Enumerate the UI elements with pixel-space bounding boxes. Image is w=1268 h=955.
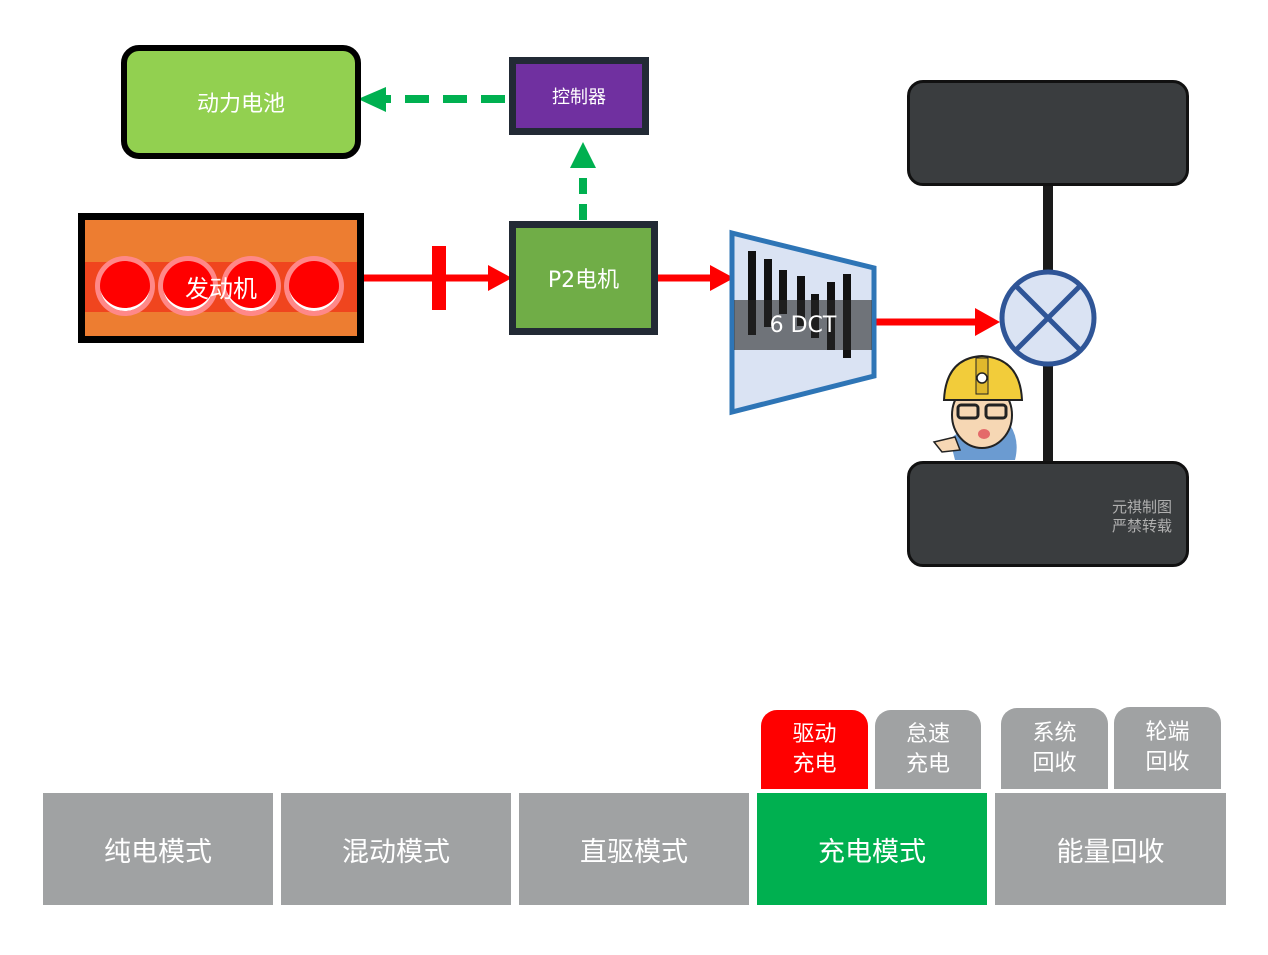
- subtab-label-line1: 驱动: [792, 721, 837, 747]
- tab-label: 能量回收: [1056, 836, 1165, 868]
- subtab-idle-charging[interactable]: 怠速充电: [875, 710, 981, 789]
- arrowhead-icon: [975, 308, 1000, 336]
- subtab-label-line2: 回收: [1032, 750, 1077, 776]
- controller-node: 控制器: [509, 57, 649, 135]
- subtab-label-line1: 系统: [1032, 720, 1077, 746]
- engine-node: 发动机: [78, 213, 364, 343]
- transmission-band: [734, 300, 872, 350]
- arrowhead-icon: [710, 265, 734, 291]
- arrowhead-icon: [570, 142, 596, 168]
- tab-hybrid[interactable]: 混动模式: [281, 793, 511, 905]
- wheel-bottom: 元祺制图 严禁转载: [907, 461, 1189, 567]
- battery-node: 动力电池: [121, 45, 361, 159]
- subtab-system-recovery[interactable]: 系统回收: [1001, 708, 1108, 789]
- tab-direct-drive[interactable]: 直驱模式: [519, 793, 749, 905]
- mascot-engineer-icon: [932, 354, 1024, 460]
- tab-pure-electric[interactable]: 纯电模式: [43, 793, 273, 905]
- tab-label: 充电模式: [818, 836, 926, 868]
- arrowhead-icon: [488, 265, 512, 291]
- watermark-line-2: 严禁转载: [1111, 517, 1172, 535]
- p2-motor-node: P2电机: [509, 221, 658, 335]
- transmission-label: 6 DCT: [769, 312, 837, 338]
- cylinder-icon: [158, 256, 218, 316]
- subtab-label-line2: 充电: [792, 751, 837, 777]
- p2-motor-label: P2电机: [547, 268, 620, 293]
- controller-label: 控制器: [552, 87, 606, 108]
- tab-charging[interactable]: 充电模式: [757, 793, 987, 905]
- battery-label: 动力电池: [196, 92, 285, 117]
- subtab-label-line2: 回收: [1145, 750, 1190, 775]
- subtab-label-line2: 充电: [905, 751, 950, 777]
- clutch-icon: [432, 246, 446, 310]
- tab-label: 混动模式: [342, 836, 450, 868]
- subtab-label-line1: 轮端: [1145, 720, 1190, 745]
- tab-energy-recovery[interactable]: 能量回收: [995, 793, 1226, 905]
- cylinder-icon: [95, 256, 155, 316]
- wheel-top: [907, 80, 1189, 186]
- cylinder-icon: [284, 256, 344, 316]
- cylinder-icon: [221, 256, 281, 316]
- engine-label: 发动机: [185, 274, 257, 303]
- watermark-line-1: 元祺制图: [1111, 498, 1172, 516]
- arrowhead-icon: [358, 87, 386, 112]
- tab-label: 直驱模式: [580, 836, 688, 868]
- watermark: 元祺制图 严禁转载: [1112, 498, 1172, 536]
- tab-label: 纯电模式: [104, 836, 212, 868]
- subtab-label-line1: 怠速: [905, 721, 950, 747]
- subtab-drive-charging[interactable]: 驱动充电: [761, 710, 868, 789]
- subtab-wheel-recovery[interactable]: 轮端回收: [1114, 707, 1221, 789]
